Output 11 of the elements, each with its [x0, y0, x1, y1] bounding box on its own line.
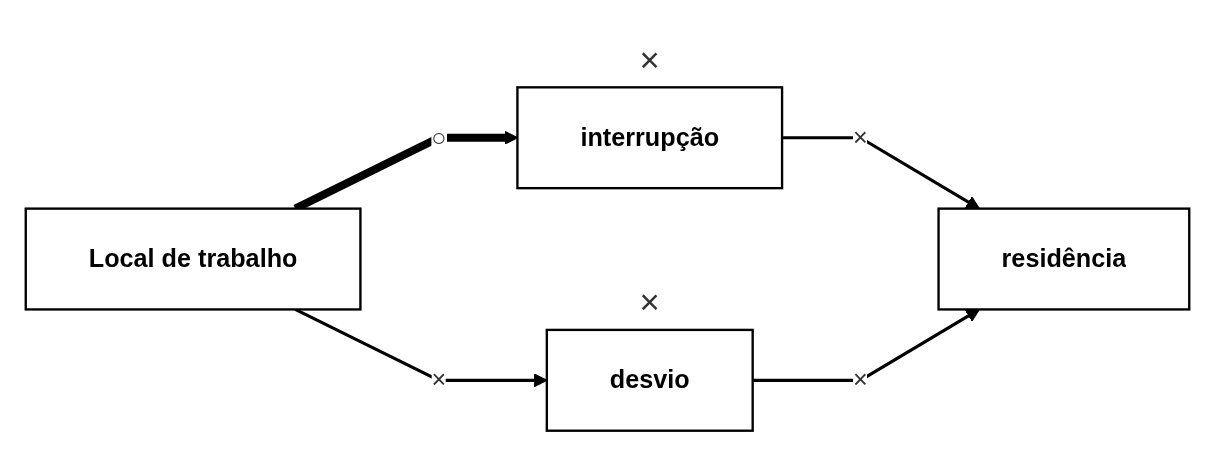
- node-box: interrupção: [516, 86, 784, 190]
- node-box: residência: [937, 207, 1191, 311]
- edge-label: ×: [852, 123, 868, 151]
- node-box: Local de trabalho: [24, 207, 362, 311]
- node-caption: ×: [639, 40, 660, 79]
- edge-label: ×: [431, 366, 447, 394]
- node-box: desvio: [545, 329, 754, 433]
- edge-label: ×: [852, 366, 868, 394]
- node-caption: ×: [639, 283, 660, 322]
- arrow: [752, 309, 980, 383]
- edge-label: ○: [431, 123, 447, 151]
